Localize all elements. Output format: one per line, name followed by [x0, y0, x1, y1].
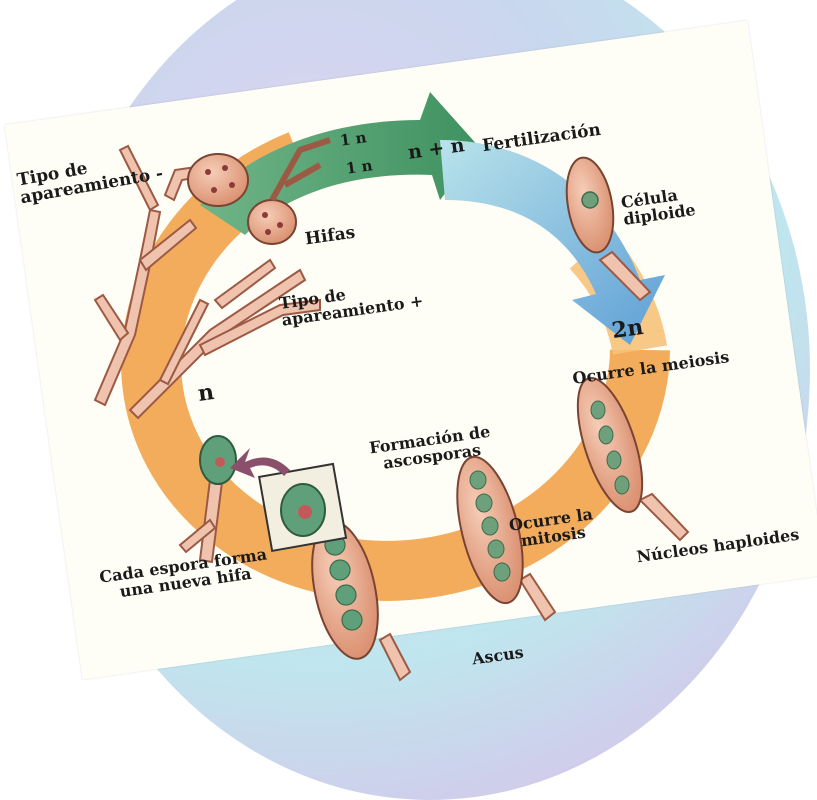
spore-inset — [259, 464, 346, 551]
label-2n: 2n — [611, 316, 645, 343]
label-n: n — [196, 381, 215, 406]
label-one-n-a: 1 n — [339, 130, 368, 149]
diagram-card: Tipo de apareamiento - 1 n 1 n n + n Fer… — [0, 0, 817, 741]
label-one-n-b: 1 n — [345, 158, 374, 177]
